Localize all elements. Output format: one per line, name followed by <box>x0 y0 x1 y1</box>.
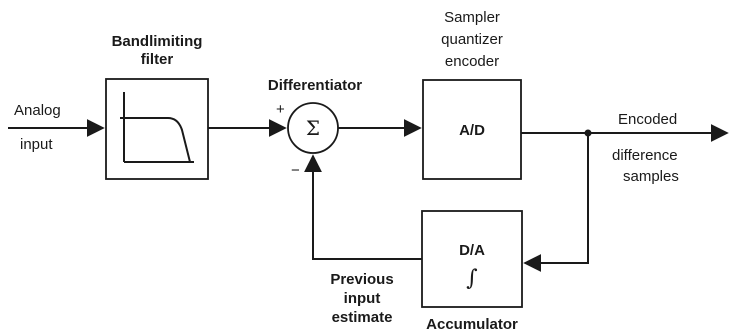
analog-input-label-line2: input <box>20 136 53 153</box>
minus-sign: − <box>291 162 300 179</box>
sampler-label-line3: encoder <box>445 53 499 70</box>
filter-response-icon <box>120 92 194 163</box>
accumulator-label: Accumulator <box>426 316 518 333</box>
bandlimiting-filter-block <box>105 78 209 180</box>
filter-title-line2: filter <box>141 51 174 68</box>
accumulator-block <box>421 210 523 308</box>
ad-block <box>422 79 522 180</box>
sampler-label-line2: quantizer <box>441 31 503 48</box>
accumulator-to-sum-arrow <box>304 154 422 260</box>
previous-estimate-line3: estimate <box>332 309 393 326</box>
output-label-line1: Encoded <box>618 111 677 128</box>
filter-title-line1: Bandlimiting <box>112 33 203 50</box>
differentiator-label: Differentiator <box>268 77 362 94</box>
analog-input-label-line1: Analog <box>14 102 61 119</box>
output-label-line2: difference <box>612 147 678 164</box>
previous-estimate-line2: input <box>344 290 381 307</box>
sigma-symbol: Σ <box>306 116 320 140</box>
sampler-label-line1: Sampler <box>444 9 500 26</box>
previous-estimate-line1: Previous <box>330 271 393 288</box>
ad-label: A/D <box>459 122 485 139</box>
integral-symbol: ∫ <box>466 266 478 291</box>
feedback-to-accumulator-arrow <box>523 133 589 272</box>
output-label-line3: samples <box>623 168 679 185</box>
plus-sign: + <box>276 101 285 118</box>
da-label: D/A <box>459 242 485 259</box>
